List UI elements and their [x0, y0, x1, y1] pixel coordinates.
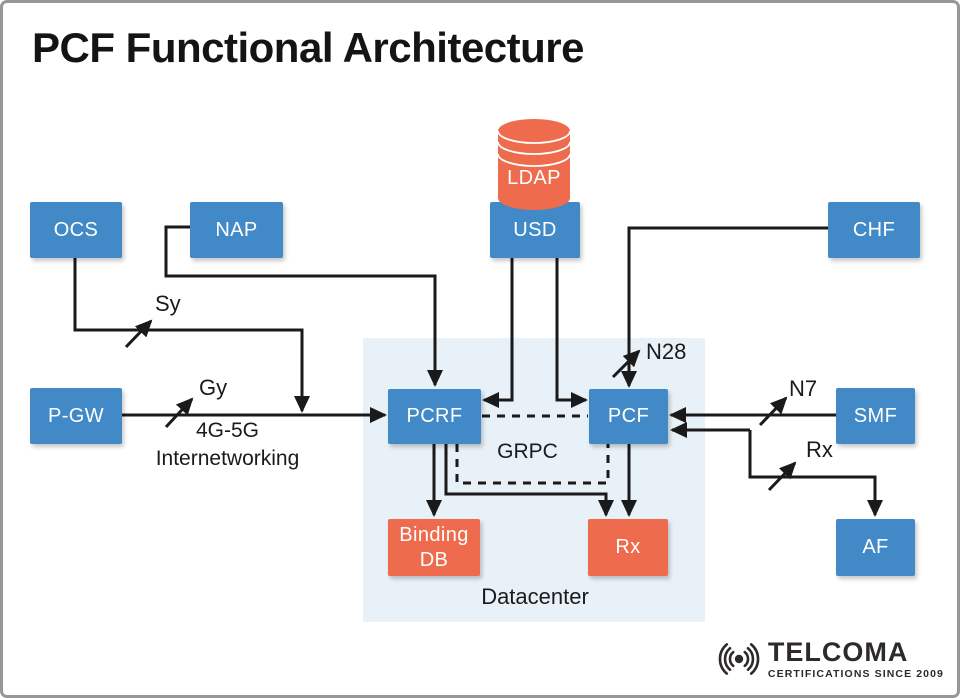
- telcoma-logo: TELCOMA CERTIFICATIONS SINCE 2009: [716, 636, 944, 682]
- wire-rx-to-af: [748, 430, 883, 517]
- sy-interface-arrow: [124, 319, 153, 349]
- node-smf-label: SMF: [853, 404, 898, 427]
- node-pcrf-label: PCRF: [406, 405, 463, 427]
- node-chf: CHF: [828, 202, 920, 258]
- node-usd-label: USD: [513, 218, 557, 241]
- label-grpc: GRPC: [497, 440, 558, 463]
- node-af-label: AF: [862, 536, 889, 558]
- label-datacenter: Datacenter: [481, 584, 589, 609]
- node-ldap-label: LDAP: [507, 167, 561, 189]
- node-rx-label: Rx: [615, 536, 641, 558]
- logo-name: TELCOMA: [767, 636, 909, 667]
- node-ocs: OCS: [30, 202, 122, 258]
- node-ldap: LDAP: [493, 117, 575, 212]
- node-rx: Rx: [588, 519, 668, 576]
- node-pcrf: PCRF: [388, 389, 481, 444]
- wire-usd-pcf: [555, 258, 588, 408]
- node-nap: NAP: [190, 202, 283, 258]
- n28-interface-arrow: [611, 349, 641, 379]
- n7-interface-arrow: [758, 396, 788, 427]
- logo-tagline: CERTIFICATIONS SINCE 2009: [767, 667, 944, 680]
- label-n7: N7: [789, 376, 818, 401]
- wire-pcrf-rx: [444, 444, 614, 517]
- node-pgw-label: P-GW: [47, 404, 105, 427]
- node-binding-db-label: Binding DB: [399, 523, 469, 571]
- wire-ocs-sy: [73, 258, 310, 413]
- label-sy: Sy: [155, 291, 181, 316]
- grpc-dashed-loop: [455, 444, 610, 485]
- node-af: AF: [836, 519, 915, 576]
- label-n28: N28: [646, 339, 687, 364]
- node-ocs-label: OCS: [53, 218, 99, 241]
- rx-interface-arrow: [767, 461, 797, 492]
- node-binding-db: Binding DB: [388, 519, 480, 576]
- page-title: PCF Functional Architecture: [32, 24, 585, 71]
- logo-text: TELCOMA CERTIFICATIONS SINCE 2009: [767, 636, 944, 680]
- label-gy: Gy: [199, 375, 228, 400]
- label-internetworking: Internetworking: [155, 447, 300, 470]
- node-pcf-label: PCF: [607, 405, 650, 427]
- gy-interface-arrow: [164, 397, 194, 429]
- wire-usd-pcrf: [482, 258, 514, 408]
- wire-chf-pcf: [621, 226, 828, 388]
- label-rx: Rx: [806, 437, 833, 462]
- node-chf-label: CHF: [852, 218, 896, 241]
- node-pgw: P-GW: [30, 388, 122, 444]
- node-pcf: PCF: [589, 389, 668, 444]
- signal-icon: [718, 643, 760, 675]
- wire-nap-pcrf: [164, 225, 443, 387]
- node-smf: SMF: [836, 388, 915, 444]
- node-usd: USD: [490, 202, 580, 258]
- node-nap-label: NAP: [215, 218, 258, 241]
- database-cylinder-icon: [497, 119, 571, 210]
- label-4g5g: 4G-5G: [195, 419, 260, 442]
